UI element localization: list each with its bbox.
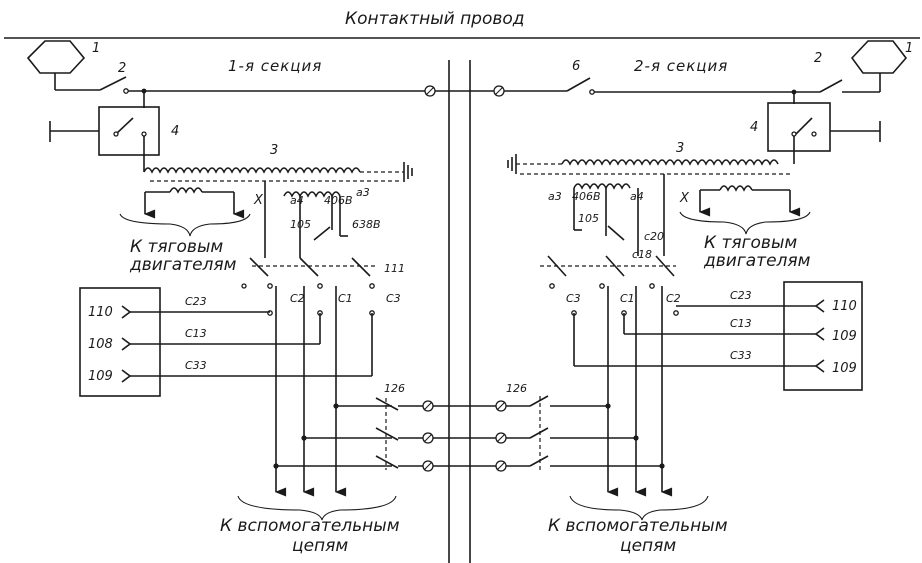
transformer-left-marker: 3: [270, 143, 278, 158]
c18-right-marker: с18: [632, 248, 652, 261]
c3-right-marker: С3: [566, 292, 581, 305]
coupler-roof-right: [493, 85, 505, 97]
126-left-marker: 126: [384, 382, 405, 395]
x-left-marker: X: [253, 193, 264, 208]
plug-110-left: 110: [88, 305, 113, 320]
126-right-marker: 126: [506, 382, 527, 395]
x-right-marker: X: [679, 191, 690, 206]
a3-right-marker: а3: [548, 190, 562, 203]
secondary-winding-right: [573, 183, 631, 190]
aux-right-label-2: цепям: [620, 536, 676, 556]
c1-left-marker: С1: [338, 292, 353, 305]
traction-right-label-2: двигателям: [703, 251, 811, 271]
c13-left-label: С13: [185, 327, 207, 340]
switch-2-left: [99, 76, 127, 91]
plug-109-left: 109: [88, 369, 113, 384]
pantograph-right: [850, 40, 908, 92]
pantograph-left-marker: 1: [92, 41, 100, 56]
105-right-marker: 105: [578, 212, 599, 225]
v406-left-marker: 406В: [324, 194, 353, 207]
traction-left-label-1: К тяговым: [130, 237, 223, 257]
c2-left-marker: С2: [290, 292, 305, 305]
aux-left-label-2: цепям: [292, 536, 348, 556]
traction-winding-right: [719, 185, 753, 192]
traction-left-label-2: двигателям: [129, 255, 237, 275]
c20-right-marker: с20: [644, 230, 664, 243]
switch-2-right-marker: 2: [814, 51, 822, 66]
switch-2-left-marker: 2: [118, 61, 126, 76]
pantograph-left: [26, 40, 86, 90]
v638-left-marker: 638В: [352, 218, 381, 231]
traction-right-label-1: К тяговым: [704, 233, 797, 253]
traction-winding-left: [169, 187, 203, 194]
a4-left-marker: а4: [290, 194, 304, 207]
plug-block-left: [79, 287, 161, 397]
111-left-marker: 111: [384, 262, 405, 275]
plug-109-right-a: 109: [832, 329, 857, 344]
switch-4-right-marker: 4: [750, 120, 758, 135]
coupler-bank: [422, 400, 507, 472]
pantograph-right-marker: 1: [905, 41, 913, 56]
switch-box-4-right: [767, 102, 831, 152]
traction-brace-right: [679, 211, 811, 235]
aux-left-label-1: К вспомогательным: [220, 516, 400, 536]
transformer-primary-right: [561, 159, 779, 166]
c3-left-marker: С3: [386, 292, 401, 305]
c2-right-marker: С2: [666, 292, 681, 305]
a3-left-marker: а3: [356, 186, 370, 199]
switch-6: [566, 77, 591, 92]
aux-brace-right: [569, 495, 709, 521]
plug-108-left: 108: [88, 337, 113, 352]
transformer-primary-left: [143, 167, 361, 174]
plug-110-right: 110: [832, 299, 857, 314]
c13-right-label: С13: [730, 317, 752, 330]
c33-left-label: С33: [185, 359, 207, 372]
105-left-marker: 105: [290, 218, 311, 231]
section-2-label: 2-я секция: [634, 57, 728, 75]
c23-right-label: С23: [730, 289, 752, 302]
switch-box-4-left: [98, 106, 160, 156]
secondary-winding-left: [283, 191, 341, 198]
c1-right-marker: С1: [620, 292, 635, 305]
switch-6-marker: 6: [572, 59, 580, 74]
transformer-right-marker: 3: [676, 141, 684, 156]
switch-4-left-marker: 4: [171, 124, 179, 139]
c33-right-label: С33: [730, 349, 752, 362]
aux-right-label-1: К вспомогательным: [548, 516, 728, 536]
contact-wire-label: Контактный провод: [345, 9, 525, 29]
traction-brace-left: [119, 213, 251, 237]
a4-right-marker: а4: [630, 190, 644, 203]
coupler-roof-left: [424, 85, 436, 97]
aux-brace-left: [237, 495, 397, 521]
plug-block-right: [783, 281, 863, 391]
c23-left-label: С23: [185, 295, 207, 308]
v406-right-marker: 406В: [572, 190, 601, 203]
plug-109-right-b: 109: [832, 361, 857, 376]
section-1-label: 1-я секция: [228, 57, 322, 75]
switch-2-right: [819, 79, 843, 93]
